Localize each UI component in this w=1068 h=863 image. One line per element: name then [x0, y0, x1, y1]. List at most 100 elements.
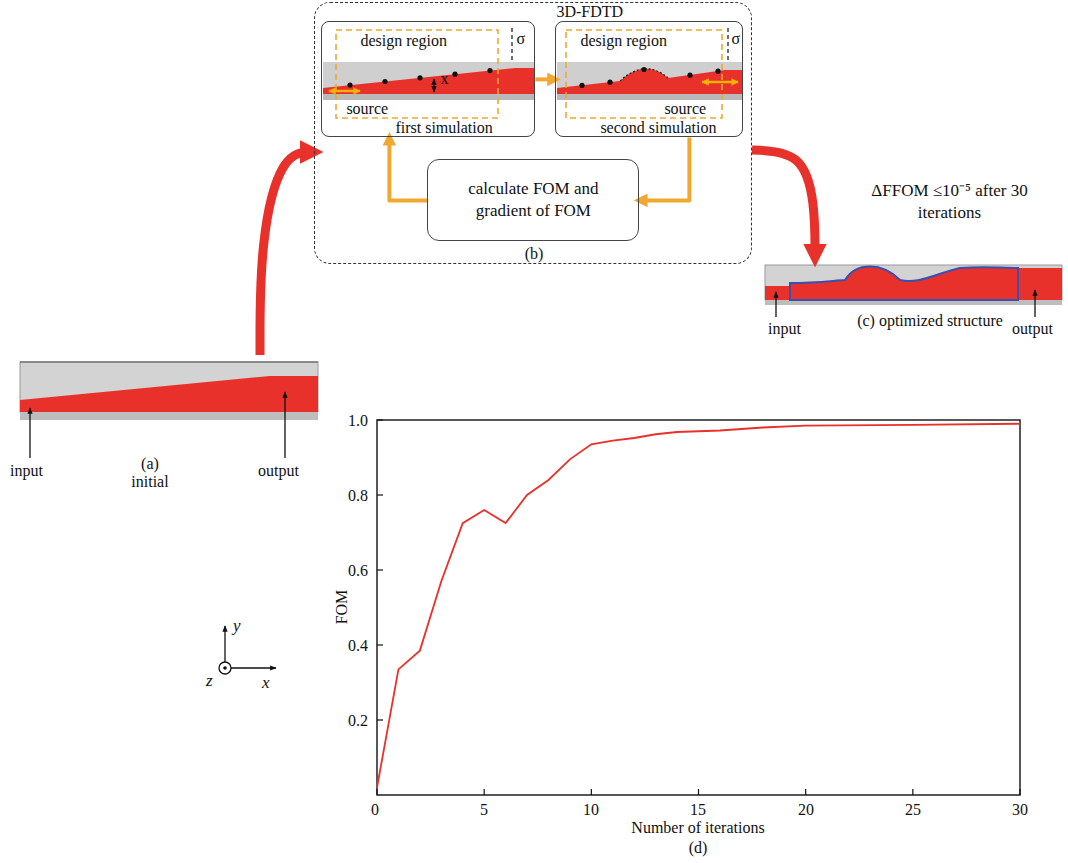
loop-arrow [389, 137, 427, 200]
first-simulation-picture-part [433, 79, 434, 92]
node-label: second simulation [600, 119, 716, 137]
tick-label: 0.8 [348, 487, 368, 505]
fom-chart-part [484, 789, 485, 795]
node-label: 3D-FDTD [556, 3, 623, 21]
initial-taper-part [20, 376, 318, 412]
initial-taper-part [29, 408, 30, 458]
first-simulation-picture-part [323, 62, 535, 94]
optimization-loop: (b)design regionxσsourcefirst simulation… [314, 2, 752, 264]
second-simulation-picture-part [557, 94, 743, 100]
second-simulation-picture-part [607, 80, 612, 85]
first-simulation-picture-part [329, 90, 360, 93]
flow-arrow [260, 152, 314, 355]
tick-label: 10 [583, 801, 599, 819]
first-simulation-picture-part [347, 83, 352, 88]
optimized-structure [765, 265, 1062, 317]
first-simulation-picture-part [452, 72, 457, 77]
second-simulation-picture-part [579, 83, 584, 88]
fom-chart-part [376, 789, 377, 795]
optimized-structure-part [775, 292, 776, 317]
optimized-structure-part [765, 265, 1062, 300]
simulation-box: 3D-FDTDdesign regionσsourcesecond simula… [555, 21, 743, 137]
second-simulation-picture [557, 28, 743, 118]
fom-chart-part [377, 420, 1020, 795]
second-simulation-picture-part [715, 69, 720, 74]
second-simulation-picture-part [702, 81, 738, 84]
fom-chart-part [377, 644, 383, 645]
fom-curve [377, 424, 1020, 788]
tick-label: 1.0 [348, 412, 368, 430]
node-label: output [258, 462, 299, 480]
node-label: design region [360, 32, 447, 50]
tick-label: 30 [1012, 801, 1028, 819]
simulation-box: design regionxσsourcefirst simulation [321, 21, 535, 137]
loop-arrow [535, 77, 555, 81]
process-text: calculate FOM and gradient of FOM [443, 178, 623, 222]
second-simulation-picture-part [727, 28, 728, 60]
axis-symbol-label: y [233, 617, 241, 636]
node-label: design region [580, 32, 667, 50]
panel-label: (d) [689, 839, 708, 857]
first-simulation-picture-part [336, 30, 498, 118]
first-simulation-picture-part [417, 75, 422, 80]
tick-label: 15 [690, 801, 706, 819]
axes-symbol-part [223, 666, 227, 670]
fom-chart-part [377, 719, 383, 720]
initial-taper-part [284, 392, 285, 458]
axis-symbol-label: z [206, 672, 213, 691]
node-label: σ [731, 30, 740, 48]
node-label: first simulation [395, 119, 492, 137]
first-simulation-picture-part [323, 68, 535, 94]
fom-chart-part [912, 789, 913, 795]
node-label: x [440, 70, 448, 88]
node-label: (a) initial [125, 455, 175, 490]
first-simulation-picture [323, 28, 535, 118]
tick-label: 25 [905, 801, 921, 819]
first-simulation-picture-part [487, 68, 492, 73]
fom-chart-part [805, 789, 806, 795]
optimized-structure-part [1034, 290, 1035, 317]
fom-chart-part [377, 419, 383, 420]
node-label: (c) optimized structure [857, 312, 1003, 330]
fom-chart-part [591, 789, 592, 795]
axis-title: FOM [333, 590, 351, 625]
tick-label: 5 [480, 801, 488, 819]
node-label: output [1012, 320, 1053, 338]
fom-chart-part [377, 494, 383, 495]
initial-taper-part [20, 362, 318, 412]
node-label: input [768, 320, 801, 338]
node-label: source [664, 100, 706, 118]
second-simulation-picture-part [566, 30, 722, 118]
first-simulation-picture-part [511, 28, 512, 60]
flow-arrow [752, 150, 815, 258]
node-label: σ [516, 30, 525, 48]
process-box: calculate FOM and gradient of FOM [427, 159, 639, 241]
tick-label: 0.4 [348, 637, 368, 655]
axes-symbol-part [219, 662, 231, 674]
initial-taper-part [20, 361, 318, 363]
fom-chart-part [698, 789, 699, 795]
optimized-structure-part [790, 267, 1018, 301]
fom-chart-part [377, 569, 383, 570]
second-simulation-picture-part [557, 62, 743, 94]
axes-symbol-part [225, 667, 276, 668]
first-simulation-picture-part [382, 79, 387, 84]
tick-label: 0 [371, 801, 379, 819]
tick-label: 0.2 [348, 712, 368, 730]
optimized-structure: input (c) optimized structure output [760, 258, 1066, 348]
fom-chart-part [1019, 789, 1020, 795]
second-simulation-picture-part [557, 69, 743, 94]
tick-label: 0.6 [348, 562, 368, 580]
axes-symbol [219, 626, 276, 674]
second-simulation-picture-part [687, 73, 692, 78]
tick-label: 20 [798, 801, 814, 819]
edge-label: ΔFFOM ≤10⁻⁵ after 30 iterations [840, 178, 1059, 226]
fom-chart [377, 420, 1020, 795]
node-label: input [10, 462, 43, 480]
axis-symbol-label: x [262, 674, 270, 693]
second-simulation-picture-part [641, 67, 646, 72]
